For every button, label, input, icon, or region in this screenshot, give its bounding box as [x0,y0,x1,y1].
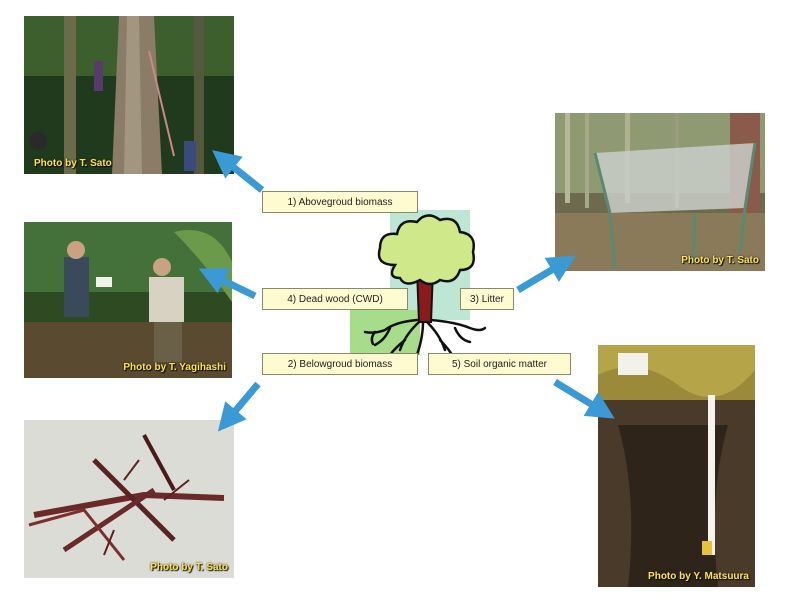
arrow-to-aboveground-photo [212,150,265,193]
tree-illustration [350,210,487,362]
photo-credit: Photo by T. Yagihashi [123,362,226,373]
tree-canopy-icon [377,214,475,286]
label-aboveground-biomass: 1) Abovegroud biomass [262,191,418,213]
photo-credit: Photo by Y. Matsuura [648,571,749,582]
label-soil-organic-matter: 5) Soil organic matter [428,353,571,375]
photo-litter: Photo by T. Sato [555,113,765,271]
photo-soil-organic-matter: Photo by Y. Matsuura [598,345,755,587]
photo-credit: Photo by T. Sato [681,255,759,266]
photo-dead-wood: Photo by T. Yagihashi [24,222,232,378]
tree-roots-icon [363,318,487,362]
label-dead-wood: 4) Dead wood (CWD) [262,288,408,310]
arrow-to-dead-wood-photo [198,268,257,300]
arrow-to-litter-photo [516,255,576,294]
label-litter: 3) Litter [460,288,514,310]
label-belowground-biomass: 2) Belowgroud biomass [262,353,418,375]
photo-aboveground-biomass: Photo by T. Sato [24,16,234,174]
photo-credit: Photo by T. Sato [34,158,112,169]
arrow-to-belowground-photo [217,381,261,432]
photo-belowground-biomass: Photo by T. Sato [24,420,234,578]
arrow-to-soil-photo [553,379,615,419]
photo-credit: Photo by T. Sato [150,562,228,573]
